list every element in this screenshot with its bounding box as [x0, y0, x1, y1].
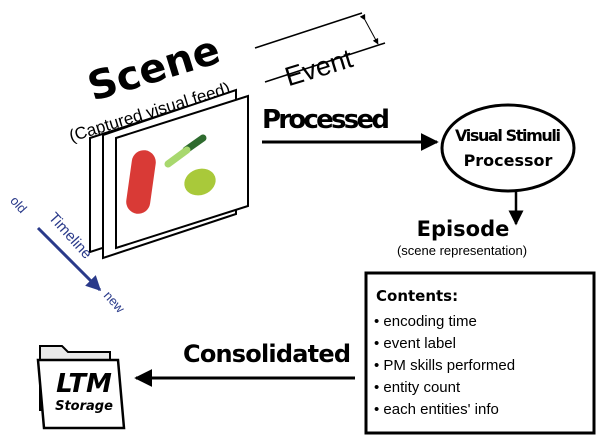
timeline-arrow	[36, 226, 102, 292]
processor-line2: Processor	[464, 151, 553, 170]
consolidated-flow: Consolidated	[134, 340, 355, 387]
contents-item: • PM skills performed	[374, 357, 515, 374]
timeline-old-label: old	[7, 193, 30, 216]
scene-frame-front	[115, 94, 249, 250]
contents-box: Contents: • encoding time• event label• …	[364, 271, 596, 435]
contents-item: • entity count	[374, 379, 461, 396]
contents-item: • event label	[374, 335, 456, 352]
timeline-label: Timeline	[45, 209, 95, 262]
contents-heading: Contents:	[376, 287, 458, 305]
ltm-line2: Storage	[55, 399, 113, 414]
timeline-new-label: new	[101, 288, 129, 316]
processed-flow: Processed	[262, 105, 439, 151]
scene-frames	[89, 88, 249, 260]
ltm-line1: LTM	[56, 369, 112, 399]
red-entity	[126, 150, 156, 214]
processor-line1: Visual Stimuli	[455, 126, 561, 145]
contents-item: • each entities' info	[374, 401, 499, 418]
contents-list: • encoding time • event label • PM skills …	[374, 313, 515, 418]
consolidated-label: Consolidated	[183, 340, 351, 368]
ltm-storage-icon: LTM Storage	[36, 345, 126, 430]
event-indicator: Event	[254, 12, 386, 92]
episode-title: Episode	[417, 217, 510, 241]
lime-entity	[184, 168, 216, 196]
episode-subtitle: (scene representation)	[397, 243, 527, 258]
contents-item: • encoding time	[374, 313, 477, 330]
visual-stimuli-processor: Visual Stimuli Processor	[440, 103, 576, 193]
processed-label: Processed	[262, 105, 390, 135]
light-green-entity	[164, 146, 191, 168]
event-label: Event	[281, 43, 356, 92]
